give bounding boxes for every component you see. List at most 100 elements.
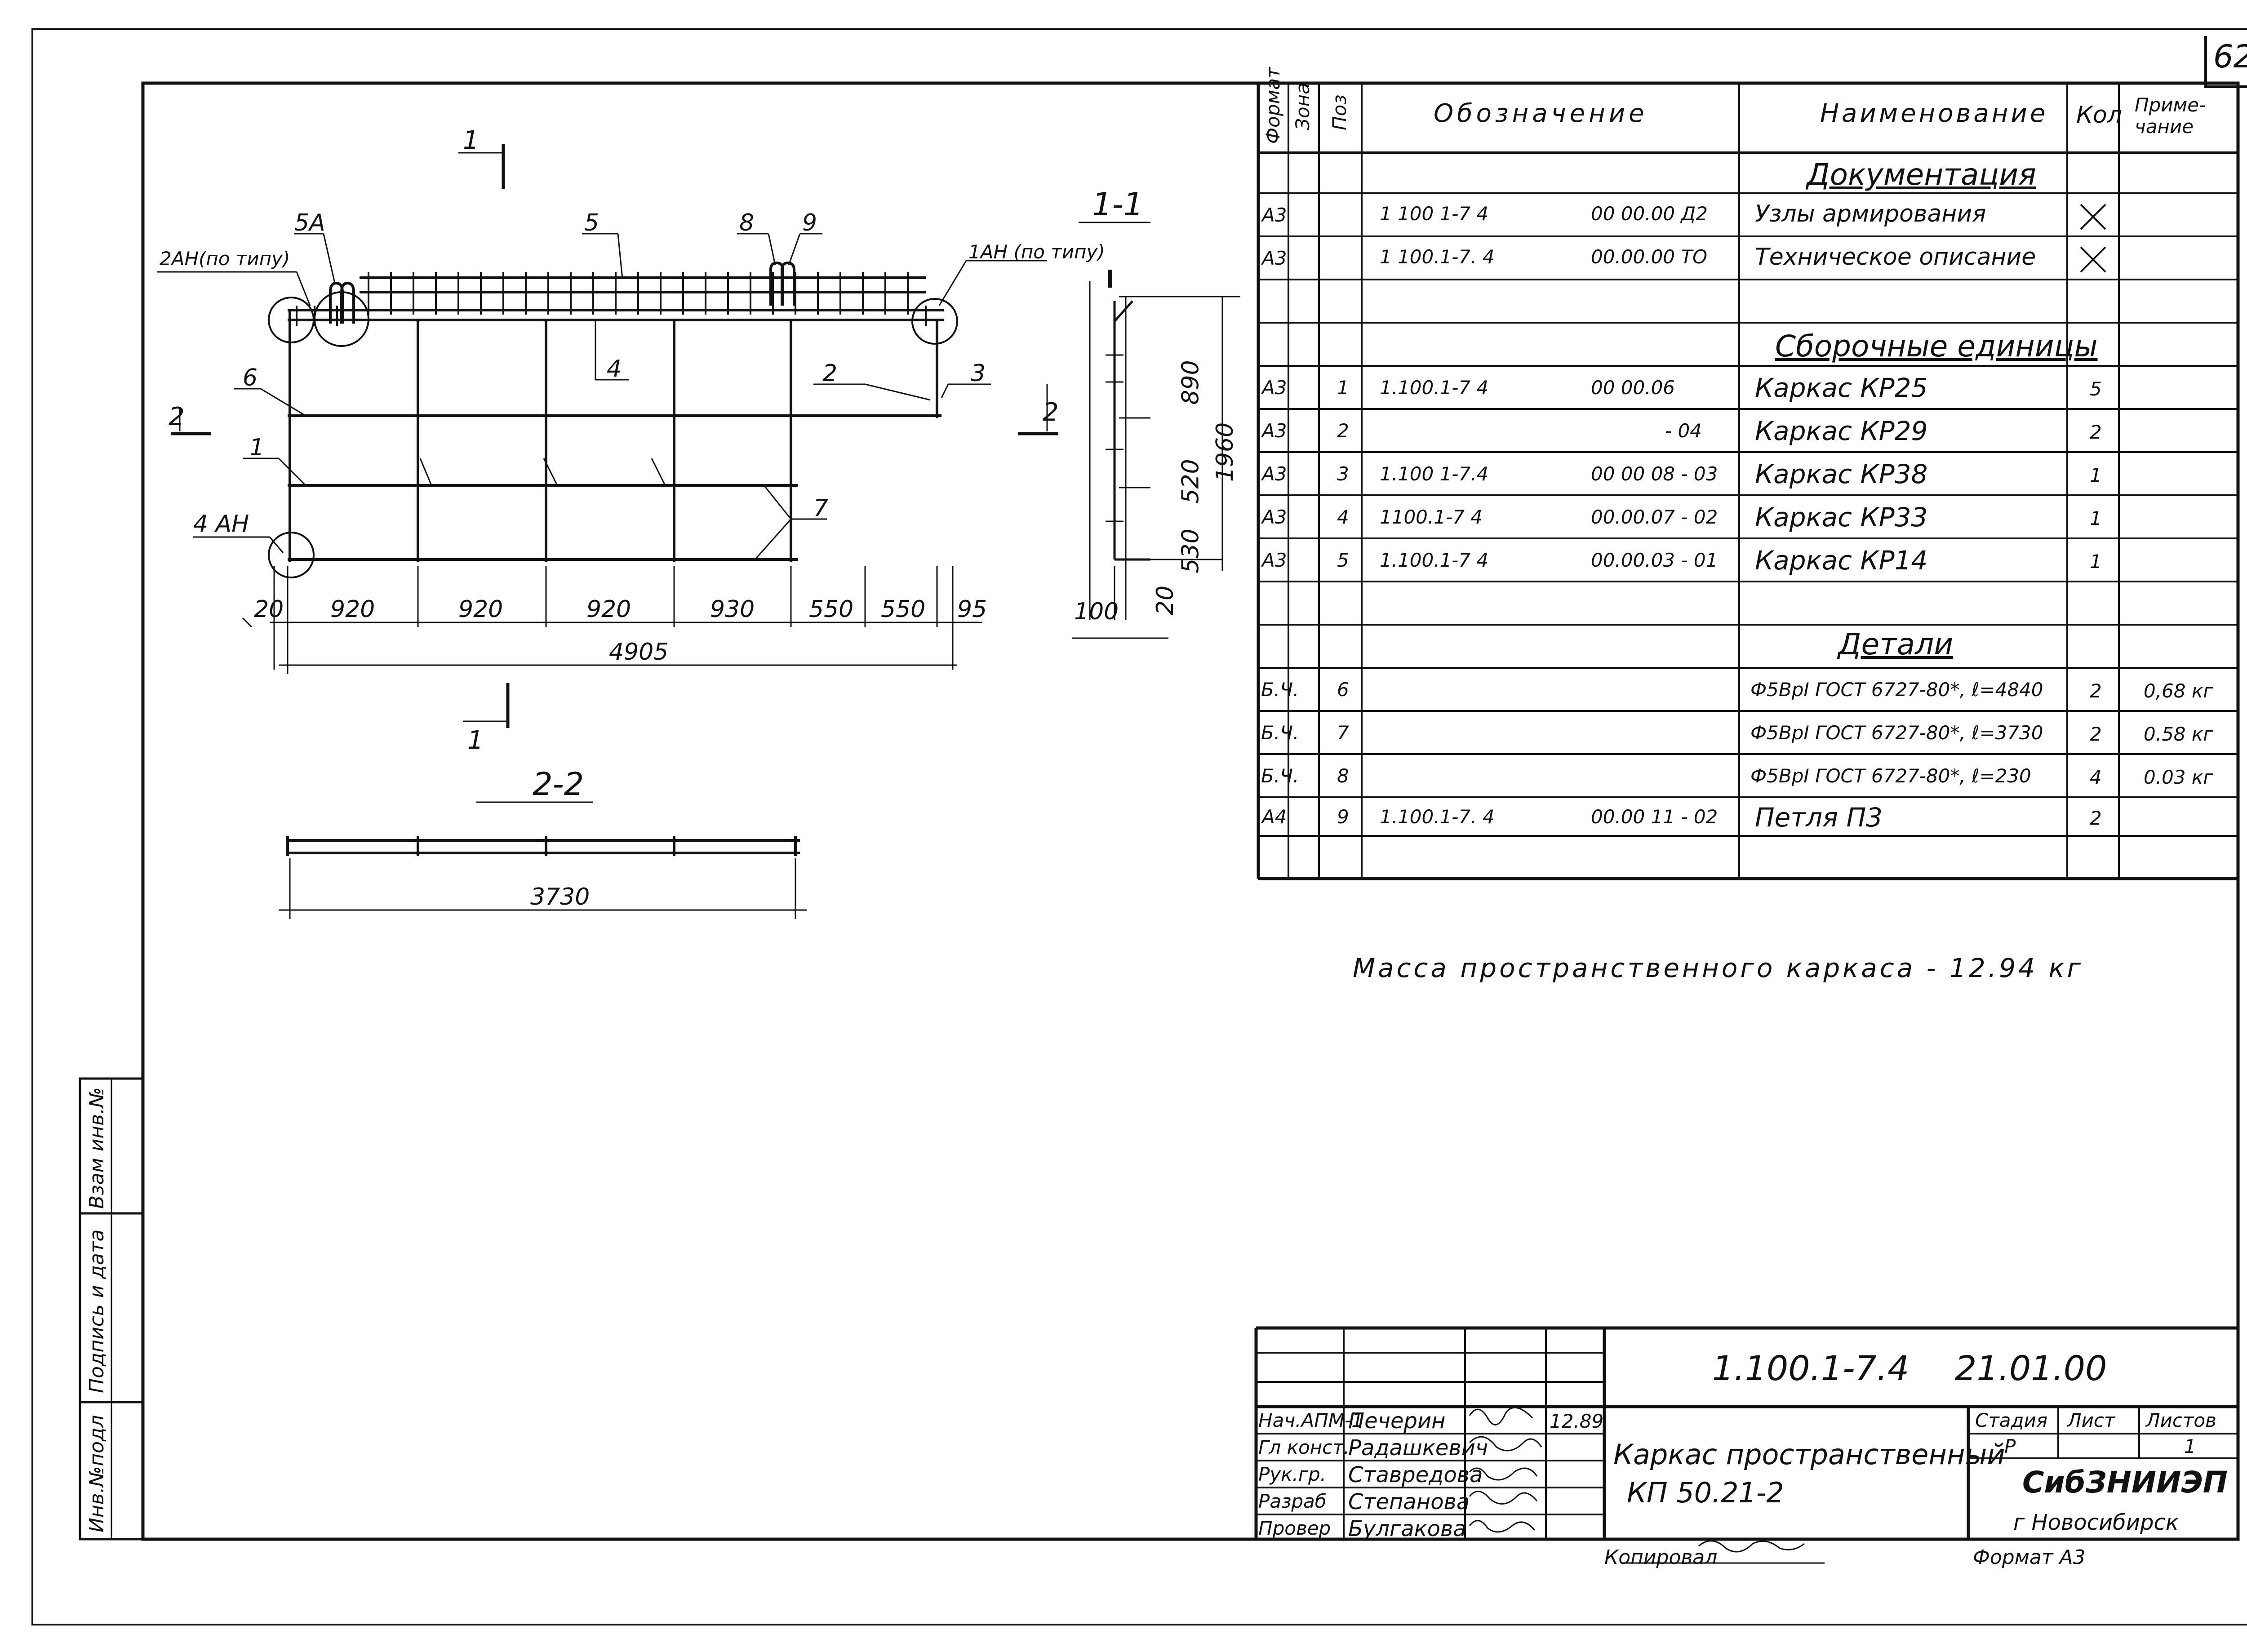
tb-sheet-label: Лист [2067, 1409, 2115, 1431]
tb-person-1: Радашкевич [1348, 1435, 1488, 1461]
tb-format-label: Формат А3 [1973, 1546, 2086, 1569]
section-2-2-title: 2-2 [533, 766, 584, 803]
side-sign-date: Подпись и дата [85, 1229, 108, 1393]
section-documentation: Документация [1807, 157, 2036, 192]
main-frame [141, 81, 2240, 1541]
tb-role-4: Провер [1258, 1517, 1331, 1539]
sec1-dim-1960: 1960 [1212, 422, 1239, 482]
callout-2ah: 2АН(по типу) [160, 248, 290, 270]
row-a2-qty: 2 [2090, 421, 2102, 443]
row-d6-pos: 6 [1337, 679, 1349, 701]
hdr-qty: Кол [2076, 102, 2122, 129]
row-a1-pos: 1 [1337, 377, 1349, 399]
row-a3-name: Каркас КР38 [1755, 459, 1928, 489]
row-a5-pos: 5 [1337, 549, 1349, 571]
side-inv-orig: Инв.№подл [85, 1415, 108, 1532]
section-cuts [171, 144, 1058, 728]
tb-person-0: Печерин [1348, 1408, 1446, 1434]
row-a2-format: А3 [1262, 420, 1287, 442]
tb-stage: Р [2004, 1435, 2016, 1457]
row-a3-des-b: 00 00 08 - 03 [1591, 463, 1718, 485]
tb-organization: СибЗНИИЭП [2022, 1465, 2228, 1500]
tb-role-2: Рук.гр. [1258, 1463, 1326, 1485]
row-a5-des-b: 00.00.03 - 01 [1591, 549, 1718, 571]
row-doc1-format: А3 [1262, 204, 1287, 226]
callout-5: 5 [584, 209, 599, 236]
hdr-name: Наименование [1820, 99, 2048, 128]
row-d7-name: Ф5ВрI ГОСТ 6727-80*, ℓ=3730 [1750, 722, 2043, 744]
dim-550-b: 550 [881, 596, 926, 623]
tb-sheets-label: Листов [2146, 1409, 2216, 1431]
tb-sheets: 1 [2184, 1435, 2196, 1457]
leaders [157, 233, 1047, 560]
row-d7-note: 0.58 кг [2144, 723, 2213, 745]
row-a1-des-a: 1.100.1-7 4 [1380, 377, 1489, 399]
section-mark-right: 2 [1043, 398, 1059, 427]
row-doc1-des-b: 00 00.00 Д2 [1591, 203, 1708, 225]
row-a5-format: А3 [1262, 549, 1287, 571]
tb-person-3: Степанова [1348, 1489, 1470, 1514]
tb-copied-label: Копировал [1604, 1546, 1718, 1569]
spec-grid [1257, 83, 2238, 880]
section-mark-bottom: 1 [467, 726, 484, 755]
row-a4-pos: 4 [1337, 506, 1349, 528]
row-a1-format: А3 [1262, 377, 1287, 399]
node-circles [268, 291, 958, 578]
row-doc2-format: А3 [1262, 247, 1287, 269]
dim-920-b: 920 [458, 596, 503, 623]
row-doc2-des-b: 00.00.00 ТО [1591, 246, 1708, 268]
row-doc2-des-a: 1 100.1-7. 4 [1380, 246, 1495, 268]
dim-920-c: 920 [586, 596, 631, 623]
row-a2-des-b: - 04 [1665, 420, 1702, 442]
hdr-pos: Поз [1328, 94, 1350, 130]
tb-person-2: Ставредова [1348, 1462, 1483, 1488]
row-d8-pos: 8 [1337, 765, 1349, 787]
hdr-designation: Обозначение [1434, 99, 1648, 128]
row-doc1-name: Узлы армирования [1755, 200, 1986, 227]
page-number: 62 [2213, 38, 2247, 75]
tb-drawing-code: 1.100.1-7.4 [1712, 1348, 1910, 1388]
row-d6-note: 0,68 кг [2144, 680, 2213, 702]
hdr-note: Приме- чание [2135, 94, 2206, 138]
row-a3-des-a: 1.100 1-7.4 [1380, 463, 1489, 485]
row-a4-des-b: 00.00.07 - 02 [1591, 506, 1718, 528]
row-d6-format: Б.Ч. [1261, 679, 1299, 701]
dim-20: 20 [254, 596, 284, 623]
callout-3: 3 [971, 360, 986, 387]
row-d6-qty: 2 [2090, 680, 2102, 702]
dim-550-a: 550 [809, 596, 854, 623]
side-vzam-inv: Взам инв.№ [85, 1087, 108, 1209]
tb-city: г Новосибирск [2013, 1510, 2179, 1535]
row-d8-note: 0.03 кг [2144, 766, 2213, 788]
row-a2-pos: 2 [1337, 420, 1349, 442]
sec1-dim-520: 520 [1177, 459, 1204, 504]
row-d9-des-b: 00.00 11 - 02 [1591, 806, 1718, 828]
callout-2: 2 [822, 360, 838, 387]
row-a5-name: Каркас КР14 [1755, 545, 1928, 576]
dimension-lines [242, 566, 982, 674]
row-doc1-des-a: 1 100 1-7 4 [1380, 203, 1489, 225]
row-a3-pos: 3 [1337, 463, 1349, 485]
callout-7: 7 [813, 495, 829, 522]
callout-9: 9 [802, 209, 817, 236]
row-d9-des-a: 1.100.1-7. 4 [1380, 806, 1495, 828]
dim-920-a: 920 [330, 596, 375, 623]
row-a4-name: Каркас КР33 [1755, 502, 1928, 533]
plan-view [288, 261, 944, 562]
row-a4-des-a: 1100.1-7 4 [1380, 506, 1483, 528]
callout-5a: 5А [294, 209, 325, 236]
title-block-grid [1254, 1326, 2238, 1564]
row-a3-format: А3 [1262, 463, 1287, 485]
row-a1-qty: 5 [2090, 378, 2102, 400]
tb-role-1: Гл конст. [1258, 1436, 1350, 1458]
mass-note: Масса пространственного каркаса - 12.94 … [1353, 953, 2083, 983]
row-a5-qty: 1 [2090, 551, 2102, 573]
sec2-length: 3730 [530, 884, 590, 910]
row-a1-des-b: 00 00.06 [1591, 377, 1675, 399]
row-a1-name: Каркас КР25 [1755, 373, 1928, 403]
section-1-1 [1072, 270, 1240, 639]
tb-role-0: Нач.АПМ-1 [1258, 1409, 1363, 1431]
sec1-dim-20: 20 [1152, 585, 1179, 616]
row-a3-qty: 1 [2090, 464, 2102, 486]
